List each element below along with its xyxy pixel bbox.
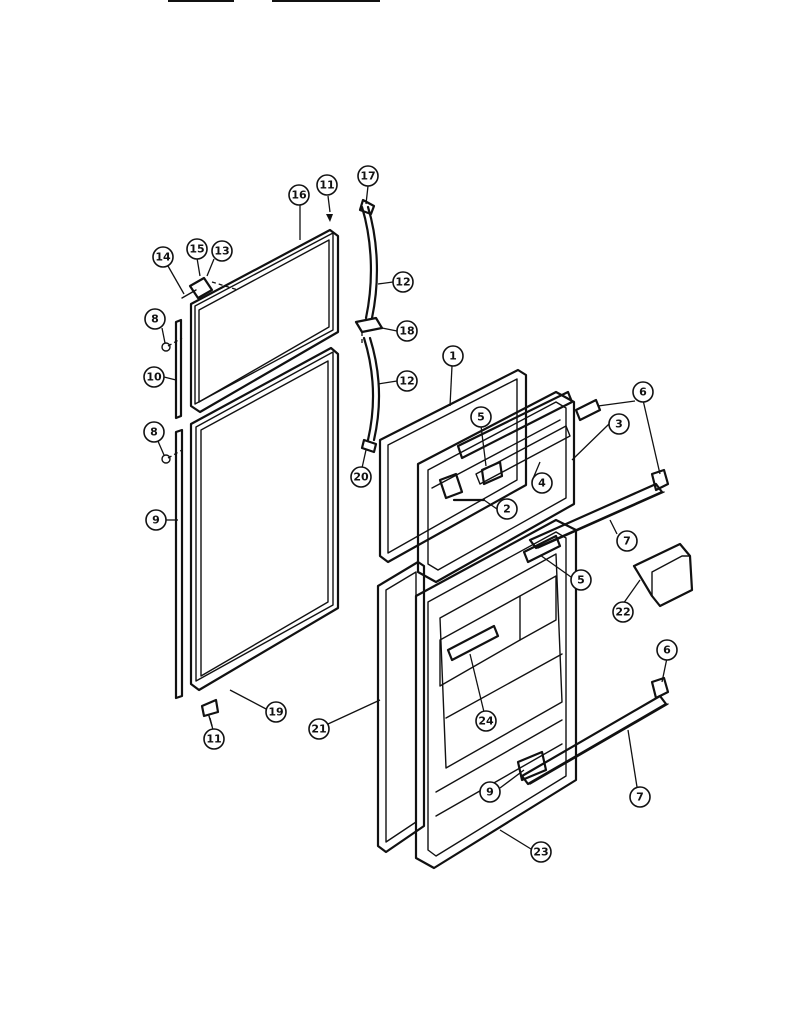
svg-text:10: 10 [146, 371, 162, 384]
callout-6: 6 [656, 639, 678, 661]
freezer-door-liner [416, 390, 576, 584]
fresh-food-door-gasket [189, 346, 340, 692]
callout-11: 11 [203, 728, 225, 750]
door-pin [438, 472, 486, 502]
svg-text:11: 11 [206, 733, 221, 746]
svg-text:22: 22 [615, 606, 630, 619]
callout-20: 20 [350, 466, 372, 488]
svg-text:7: 7 [636, 791, 644, 804]
svg-text:24: 24 [478, 715, 494, 728]
callout-16: 16 [288, 184, 310, 206]
fresh-food-shelf-rail-lower [520, 676, 670, 786]
freezer-door-gasket [189, 228, 340, 414]
door-handles [354, 198, 384, 454]
callout-5: 5 [470, 406, 492, 428]
svg-text:16: 16 [291, 189, 307, 202]
svg-text:15: 15 [189, 243, 204, 256]
callout-8: 8 [143, 421, 165, 443]
callout-10: 10 [143, 366, 165, 388]
left-door-seal-strips [167, 318, 184, 700]
top-hinge-hardware [181, 214, 333, 300]
svg-text:13: 13 [214, 245, 229, 258]
svg-text:9: 9 [152, 514, 160, 527]
svg-text:4: 4 [538, 477, 546, 490]
callout-4: 4 [531, 472, 553, 494]
freezer-inner-gasket [378, 368, 528, 564]
callout-21: 21 [308, 718, 330, 740]
callout-18: 18 [396, 320, 418, 342]
callout-7: 7 [629, 786, 651, 808]
svg-text:5: 5 [577, 574, 585, 587]
svg-text:7: 7 [623, 535, 631, 548]
freezer-shelf-rail-upper [528, 398, 670, 550]
callout-19: 19 [265, 701, 287, 723]
svg-text:21: 21 [311, 723, 326, 736]
dairy-compartment-cover [632, 542, 694, 608]
callout-11: 11 [316, 174, 338, 196]
svg-text:19: 19 [268, 706, 283, 719]
header-rule-left [168, 0, 234, 2]
callout-14: 14 [152, 246, 174, 268]
callout-17: 17 [357, 165, 379, 187]
svg-text:5: 5 [477, 411, 485, 424]
svg-text:14: 14 [155, 251, 171, 264]
svg-text:6: 6 [639, 386, 647, 399]
svg-text:2: 2 [503, 503, 511, 516]
svg-text:3: 3 [615, 418, 623, 431]
callouts: 11 16 17 15 13 14 12 8 18 10 12 1 6 5 3 … [143, 165, 678, 863]
svg-text:12: 12 [395, 276, 410, 289]
callout-3: 3 [608, 413, 630, 435]
svg-text:12: 12 [399, 375, 414, 388]
svg-text:8: 8 [150, 426, 158, 439]
svg-text:11: 11 [319, 179, 334, 192]
callout-12: 12 [396, 370, 418, 392]
fresh-food-door-liner [414, 518, 578, 870]
callout-9: 9 [145, 509, 167, 531]
fresh-food-door-shelves [446, 534, 562, 782]
callout-5: 5 [570, 569, 592, 591]
header-rule-right [272, 0, 380, 2]
freezer-door-shelf [456, 390, 574, 486]
svg-text:1: 1 [449, 350, 457, 363]
callout-13: 13 [211, 240, 233, 262]
callout-7: 7 [616, 530, 638, 552]
callout-1: 1 [442, 345, 464, 367]
svg-text:17: 17 [360, 170, 375, 183]
leader-lines [153, 185, 668, 850]
svg-text:8: 8 [151, 313, 159, 326]
callout-8: 8 [144, 308, 166, 330]
callout-12: 12 [392, 271, 414, 293]
callout-23: 23 [530, 841, 552, 863]
callout-22: 22 [612, 601, 634, 623]
callout-2: 2 [496, 498, 518, 520]
callout-6: 6 [632, 381, 654, 403]
bottom-hinge-hardware [200, 698, 220, 727]
svg-text:6: 6 [663, 644, 671, 657]
screws [161, 342, 171, 464]
svg-text:9: 9 [486, 786, 494, 799]
callout-24: 24 [475, 710, 497, 732]
callout-15: 15 [186, 238, 208, 260]
svg-text:23: 23 [533, 846, 548, 859]
svg-text:18: 18 [399, 325, 414, 338]
svg-text:20: 20 [353, 471, 369, 484]
callout-9: 9 [479, 781, 501, 803]
